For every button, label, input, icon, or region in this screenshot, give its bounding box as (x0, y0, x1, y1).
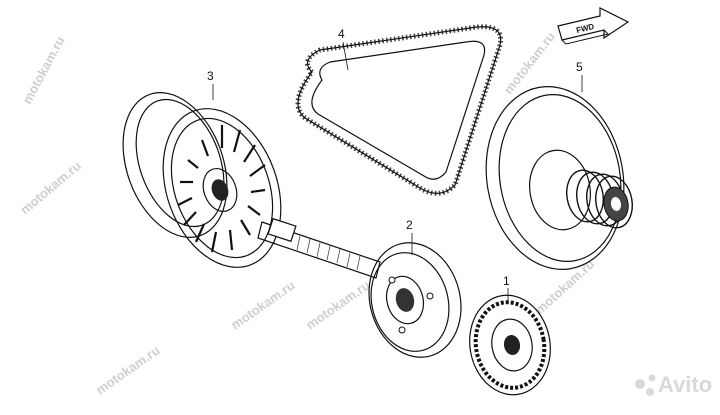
callout-leaders (212, 41, 583, 300)
brand-dot-icon (646, 388, 654, 396)
fwd-label: FWD (575, 22, 595, 35)
driven-pulley (485, 86, 633, 270)
clutch-shoe-assembly (469, 294, 551, 396)
callout-3: 3 (207, 69, 214, 83)
brand-badge: Avito (635, 372, 712, 397)
watermark-text: motokam.ru (93, 342, 163, 397)
watermark-text: motokam.ru (228, 277, 298, 332)
drive-belt (295, 24, 504, 196)
watermark-text: motokam.ru (17, 158, 84, 217)
brand-dot-icon (635, 379, 645, 389)
callout-5: 5 (576, 60, 583, 74)
watermark-text: motokam.ru (303, 277, 373, 332)
clutch-housing (368, 242, 462, 358)
brand-dot-icon (648, 374, 656, 382)
forward-arrow-icon: FWD (557, 7, 630, 45)
driveshaft (257, 217, 381, 279)
brand-text: Avito (658, 372, 712, 397)
callout-2: 2 (406, 218, 413, 232)
callout-4: 4 (338, 27, 345, 41)
callout-1: 1 (503, 274, 510, 288)
drive-pulley (122, 92, 282, 268)
watermark-text: motokam.ru (19, 34, 67, 107)
